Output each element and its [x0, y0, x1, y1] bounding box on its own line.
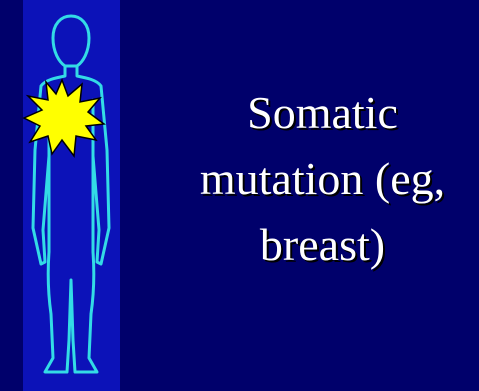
caption-line-2: mutation (eg,	[150, 146, 479, 212]
slide-caption: Somatic mutation (eg, breast)	[150, 80, 479, 278]
caption-line-1: Somatic	[150, 80, 479, 146]
caption-line-3: breast)	[150, 212, 479, 278]
